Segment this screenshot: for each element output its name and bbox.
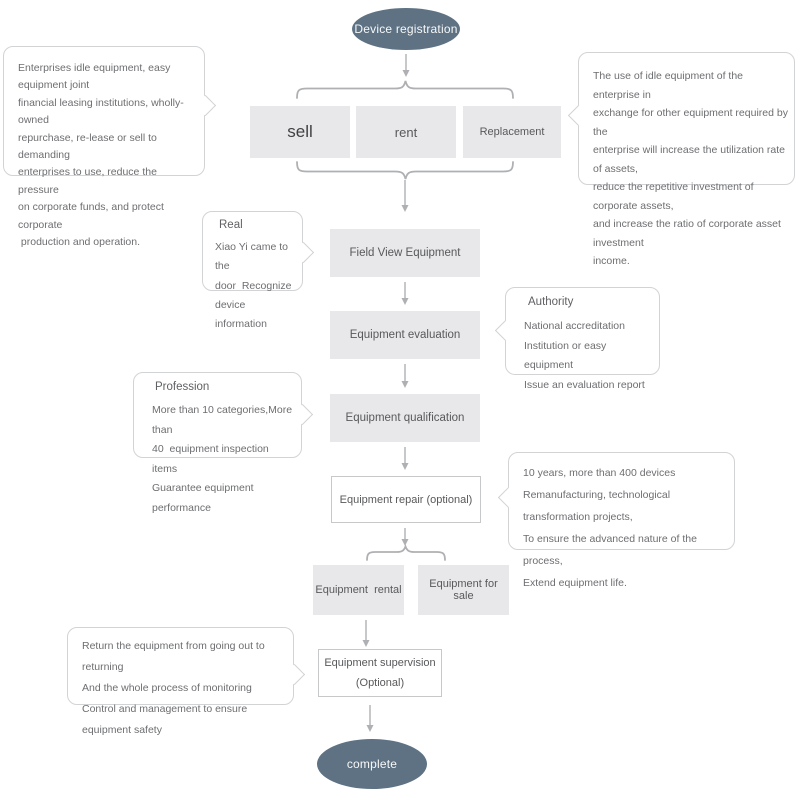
step-box-equipment-evaluation: Equipment evaluation [330, 311, 480, 359]
arrow-qualification-to-repair [401, 447, 409, 470]
text-line: Enterprises idle equipment, easy equipme… [18, 62, 174, 92]
text-line: More than 10 categories,More than [152, 404, 295, 436]
step-label-evaluation: Equipment evaluation [349, 329, 461, 341]
text-line: To ensure the advanced nature of the pro… [523, 533, 700, 567]
text-line: income. [593, 255, 630, 267]
text-line: device information [215, 298, 267, 331]
callout-authority-title: Authority [528, 296, 574, 308]
callout-supervision-text: Return the equipment from going out to r… [82, 636, 287, 741]
arrow-fieldview-to-evaluation [401, 282, 409, 305]
start-node-device-registration: Device registration [352, 8, 460, 50]
callout-real-text: Xiao Yi came to the door Recognize device … [215, 238, 296, 334]
arrow-start-to-options [402, 54, 410, 77]
text-line: repurchase, re-lease or sell to demandin… [18, 131, 160, 162]
arrow-rental-to-supervision [362, 620, 370, 647]
start-node-label: Device registration [354, 22, 458, 36]
step-label-rental: Equipment rental [315, 584, 402, 596]
text-line: financial leasing institutions, wholly-o… [18, 96, 184, 127]
step-box-equipment-supervision: Equipment supervision (Optional) [318, 649, 442, 697]
brace-options-bottom [296, 161, 514, 180]
text-line: Equipment supervision [324, 657, 436, 669]
callout-profession-title: Profession [155, 381, 210, 393]
text-line: enterprises to use, reduce the pressure [18, 166, 160, 196]
callout-idle-text: Enterprises idle equipment, easy equipme… [18, 60, 196, 251]
text-line: The use of idle equipment of the enterpr… [593, 70, 746, 101]
text-line: production and operation. [18, 236, 141, 249]
text-line: Return the equipment from going out to r… [82, 640, 268, 673]
arrow-options-to-fieldview [401, 180, 409, 212]
arrow-supervision-to-end [366, 705, 374, 732]
option-box-sell: sell [250, 106, 350, 158]
text-line: Extend equipment life. [523, 577, 627, 589]
step-label-sale: Equipment for sale [429, 578, 501, 602]
callout-exchange-text: The use of idle equipment of the enterpr… [593, 67, 788, 271]
text-line: Institution or easy equipment [524, 339, 610, 372]
text-line: And the whole process of monitoring [82, 682, 252, 694]
option-box-replacement: Replacement [463, 106, 561, 158]
text-line: 40 equipment inspection items [152, 443, 272, 475]
callout-real: Real Xiao Yi came to the door Recognize de… [202, 211, 314, 330]
end-node-label: complete [346, 757, 398, 771]
arrow-evaluation-to-qualification [401, 364, 409, 388]
step-box-equipment-rental: Equipment rental [313, 565, 404, 615]
callout-idle-equipment: Enterprises idle equipment, easy equipme… [3, 46, 216, 248]
text-line: (Optional) [355, 677, 405, 689]
text-line: enterprise will increase the utilization… [593, 144, 788, 175]
callout-supervision-monitoring: Return the equipment from going out to r… [67, 627, 305, 736]
option-label-sell: sell [287, 122, 313, 141]
text-line: Remanufacturing, technological transform… [523, 489, 674, 523]
callout-real-title: Real [219, 219, 243, 231]
end-node-complete: complete [317, 739, 427, 789]
step-box-field-view-equipment: Field View Equipment [330, 229, 480, 277]
text-line: National accreditation [524, 320, 625, 332]
option-label-replacement: Replacement [479, 126, 545, 138]
step-label-field-view: Field View Equipment [349, 247, 461, 259]
text-line: reduce the repetitive investment of corp… [593, 181, 757, 212]
text-line: 10 years, more than 400 devices [523, 467, 676, 479]
text-line: Xiao Yi came to the [215, 241, 291, 273]
text-line: Guarantee equipment performance [152, 482, 257, 514]
text-line: door Recognize [215, 279, 292, 292]
arrow-repair-to-split [401, 528, 409, 546]
callout-exchange-benefit: The use of idle equipment of the enterpr… [567, 52, 795, 267]
text-line: Issue an evaluation report [524, 378, 645, 391]
step-box-equipment-repair: Equipment repair (optional) [331, 476, 481, 523]
callout-profession-text: More than 10 categories,More than 40 equi… [152, 401, 295, 518]
text-line: exchange for other equipment required by… [593, 107, 791, 138]
text-line: on corporate funds, and protect corporat… [18, 201, 167, 231]
text-line: and increase the ratio of corporate asse… [593, 218, 784, 249]
step-label-repair: Equipment repair (optional) [339, 493, 473, 506]
option-box-rent: rent [356, 106, 456, 158]
option-label-rent: rent [394, 124, 418, 140]
step-box-equipment-qualification: Equipment qualification [330, 394, 480, 442]
step-box-equipment-for-sale: Equipment for sale [418, 565, 509, 615]
brace-options-top [296, 80, 514, 99]
brace-split [366, 543, 446, 561]
step-label-qualification: Equipment qualification [345, 412, 465, 424]
callout-profession: Profession More than 10 categories,More … [133, 372, 313, 514]
text-line: Control and management to ensure equipme… [82, 703, 251, 736]
